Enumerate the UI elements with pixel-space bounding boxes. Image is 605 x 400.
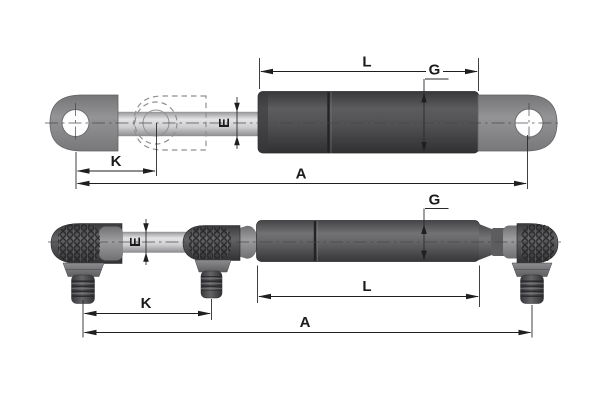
- dim-G-bottom: G: [421, 192, 449, 260]
- dim-A-bottom: A: [83, 305, 533, 338]
- dim-label-K-bottom: K: [141, 295, 152, 312]
- socket-collar: [99, 226, 123, 261]
- cylinder-body: [256, 220, 480, 262]
- dim-label-G-bottom: G: [429, 192, 441, 209]
- knurl-texture: [58, 224, 100, 263]
- cylinder-body: [257, 91, 480, 154]
- dim-label-A-top: A: [296, 166, 307, 183]
- knurl-texture: [521, 224, 554, 263]
- dim-label-G-top: G: [429, 62, 441, 79]
- dim-K-bottom: K: [82, 295, 212, 338]
- dim-A-top: A: [76, 135, 528, 189]
- flange-nut: [194, 259, 232, 273]
- dim-E-bottom: E: [127, 219, 149, 265]
- cylinder-end-cap: [258, 91, 268, 153]
- dim-E-top: E: [216, 97, 240, 149]
- dim-G-top: G: [421, 61, 449, 152]
- dim-label-K-top: K: [111, 153, 122, 170]
- dim-L-top: L: [259, 54, 479, 91]
- dim-label-L-top: L: [362, 54, 371, 71]
- thread-texture: [520, 280, 544, 298]
- dim-K-top: K: [75, 123, 157, 189]
- ball-joint-left: [50, 223, 123, 304]
- top-view-eyelet-variant: E L G K A: [45, 54, 562, 189]
- dim-label-L-bottom: L: [362, 278, 371, 295]
- dim-label-A-bottom: A: [300, 314, 311, 331]
- thread-texture: [71, 280, 95, 298]
- bottom-view-ball-joint-variant: E G L K A: [48, 192, 561, 338]
- thread-texture: [201, 276, 222, 291]
- cylinder-neck: [479, 224, 493, 260]
- dim-label-E-top: E: [216, 118, 233, 128]
- knurl-texture: [189, 226, 231, 259]
- ball-joint-right: [511, 223, 559, 304]
- ball-joint-middle: [182, 225, 241, 299]
- dim-L-bottom: L: [257, 265, 480, 307]
- piston-rod: [116, 111, 261, 137]
- label-halo: [426, 61, 443, 76]
- dim-label-E-bottom: E: [127, 237, 144, 247]
